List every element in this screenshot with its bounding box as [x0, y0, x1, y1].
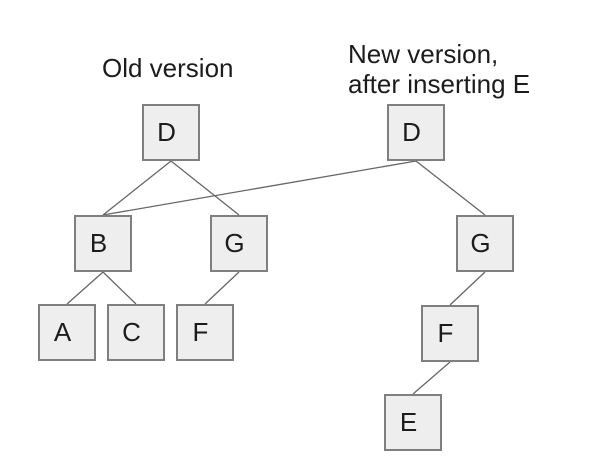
- node-label: F: [192, 317, 209, 347]
- tree-edge: [204, 271, 240, 305]
- tree-edge: [170, 160, 240, 216]
- node-label: E: [399, 407, 418, 437]
- tree-node-old-A: A: [38, 304, 96, 361]
- tree-edge: [66, 271, 104, 305]
- tree-edge: [415, 160, 486, 216]
- tree-edge: [412, 361, 451, 395]
- node-label: C: [122, 317, 141, 347]
- old-version-title: Old version: [102, 53, 234, 83]
- new-version-title-line2: after inserting E: [348, 69, 531, 99]
- tree-edge: [102, 160, 172, 216]
- shared-structure-edge: [102, 160, 417, 216]
- node-label: F: [437, 318, 454, 348]
- node-label: G: [470, 228, 491, 258]
- tree-node-new-E: E: [384, 394, 442, 451]
- node-label: A: [53, 317, 72, 347]
- tree-node-new-G: G: [456, 215, 514, 272]
- node-label: G: [224, 228, 245, 258]
- node-label: D: [402, 117, 421, 147]
- tree-node-new-D: D: [387, 104, 445, 161]
- tree-edge: [102, 271, 137, 305]
- node-label: D: [157, 117, 176, 147]
- tree-node-old-B: B: [74, 215, 132, 272]
- new-version-title: New version, after inserting E: [348, 39, 530, 99]
- tree-node-old-F: F: [176, 304, 234, 361]
- tree-node-old-G: G: [210, 215, 268, 272]
- node-label: B: [89, 228, 108, 258]
- new-version-title-line1: New version,: [348, 39, 499, 69]
- tree-node-old-C: C: [107, 304, 165, 361]
- tree-edge: [449, 271, 486, 306]
- tree-node-old-D: D: [142, 104, 200, 161]
- tree-node-new-F: F: [421, 305, 479, 362]
